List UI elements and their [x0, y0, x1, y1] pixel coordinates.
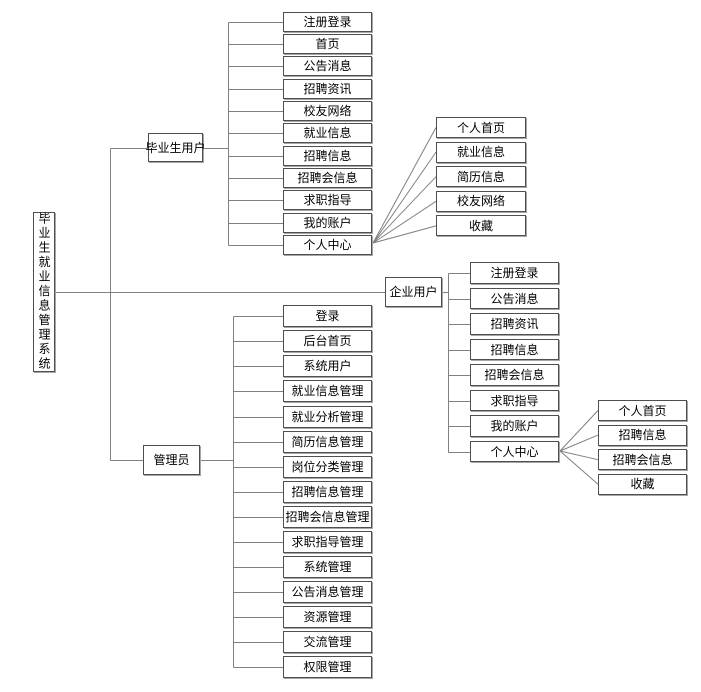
tree-node-label: 个人首页: [456, 120, 505, 135]
tree-node: 招聘信息管理: [283, 480, 372, 503]
tree-node: 简历信息: [436, 166, 526, 188]
tree-node-label: 资源管理: [303, 609, 352, 624]
tree-node-label: 个人中心: [490, 444, 539, 459]
tree-node: 我的账户: [283, 212, 372, 233]
tree-node-label: 招聘资讯: [490, 317, 539, 332]
tree-node: 招聘会信息: [283, 168, 372, 189]
tree-node-label: 招聘信息: [618, 428, 667, 443]
tree-node-label: 就业信息: [456, 145, 505, 160]
tree-node-label: 系统用户: [303, 359, 352, 374]
tree-node: 注册登录: [470, 262, 559, 284]
tree-node: 就业信息: [436, 141, 526, 163]
tree-node-label: 求职指导: [490, 393, 539, 408]
tree-node: 求职指导: [470, 389, 559, 412]
tree-node: 公告消息管理: [283, 580, 372, 603]
branch-enterprise-user: 企业用户: [385, 277, 442, 307]
tree-node-label: 就业信息: [303, 126, 352, 141]
tree-node: 登录: [283, 305, 372, 328]
tree-node: 招聘会信息: [470, 364, 559, 386]
branch-admin: 管理员: [143, 445, 200, 475]
tree-node-label: 招聘会信息: [612, 452, 673, 467]
tree-node: 注册登录: [283, 11, 372, 32]
tree-node: 公告消息: [470, 287, 559, 310]
tree-node: 招聘信息: [470, 338, 559, 361]
tree-node-label: 个人首页: [618, 403, 667, 418]
tree-node-label: 系统管理: [303, 559, 352, 574]
tree-node-label: 注册登录: [303, 14, 352, 29]
tree-node-label: 个人中心: [303, 238, 352, 253]
tree-node-label: 招聘会信息管理: [285, 509, 370, 524]
tree-node: 系统管理: [283, 555, 372, 578]
tree-node: 收藏: [436, 215, 526, 237]
tree-node: 校友网络: [283, 101, 372, 122]
branch-graduate-user-label: 毕业生用户: [145, 140, 206, 155]
tree-node: 就业分析管理: [283, 405, 372, 428]
tree-node-label: 校友网络: [303, 104, 352, 119]
tree-node: 收藏: [598, 473, 687, 495]
tree-node: 首页: [283, 34, 372, 55]
tree-node-label: 我的账户: [303, 215, 352, 230]
tree-node-label: 登录: [315, 309, 340, 324]
tree-node-label: 就业分析管理: [291, 409, 364, 424]
branch-graduate-user: 毕业生用户: [145, 133, 206, 162]
tree-node-label: 收藏: [468, 218, 493, 233]
tree-node: 岗位分类管理: [283, 455, 372, 478]
tree-node: 招聘资讯: [283, 78, 372, 99]
root-node: 毕业生就业信息管理系统: [33, 212, 55, 372]
tree-node: 公告消息: [283, 56, 372, 77]
tree-node-label: 权限管理: [303, 660, 352, 674]
tree-node-label: 招聘会信息: [297, 171, 358, 186]
tree-node: 个人中心: [470, 440, 559, 463]
tree-node: 就业信息管理: [283, 380, 372, 403]
tree-node-label: 交流管理: [303, 634, 352, 649]
tree-node-label: 注册登录: [490, 266, 539, 281]
branch-enterprise-user-label: 企业用户: [389, 285, 438, 299]
tree-node-label: 招聘信息: [490, 342, 539, 357]
tree-node: 个人中心: [283, 235, 372, 256]
tree-node-label: 求职指导: [303, 193, 352, 208]
tree-node-label: 首页: [315, 37, 340, 52]
root-node-label: 毕业生就业信息管理系统: [37, 212, 51, 372]
tree-node: 求职指导管理: [283, 530, 372, 553]
tree-node: 招聘信息: [598, 424, 687, 446]
tree-node: 资源管理: [283, 605, 372, 628]
tree-node-label: 公告消息: [303, 59, 352, 74]
tree-node-label: 校友网络: [456, 194, 505, 209]
tree-node-label: 招聘信息: [303, 148, 352, 163]
tree-node: 校友网络: [436, 190, 526, 212]
tree-node: 就业信息: [283, 123, 372, 144]
tree-node-label: 公告消息: [490, 291, 539, 306]
tree-node-label: 招聘会信息: [484, 368, 545, 383]
tree-node-label: 简历信息: [456, 169, 505, 184]
tree-node: 求职指导: [283, 190, 372, 211]
tree-node-label: 求职指导管理: [291, 534, 364, 549]
tree-node: 系统用户: [283, 355, 372, 378]
tree-node-label: 招聘资讯: [303, 81, 352, 96]
tree-node-label: 后台首页: [303, 334, 352, 349]
tree-node: 个人首页: [436, 117, 526, 138]
tree-node: 权限管理: [283, 656, 372, 678]
tree-node: 我的账户: [470, 415, 559, 437]
tree-node-label: 就业信息管理: [291, 384, 364, 399]
tree-node-label: 公告消息管理: [291, 584, 364, 599]
tree-node: 简历信息管理: [283, 430, 372, 453]
tree-node: 招聘会信息管理: [283, 505, 372, 528]
tree-node-label: 岗位分类管理: [291, 459, 364, 474]
tree-node: 招聘资讯: [470, 313, 559, 335]
tree-node-label: 我的账户: [490, 419, 539, 434]
branch-admin-label: 管理员: [153, 453, 190, 467]
tree-node: 交流管理: [283, 630, 372, 653]
tree-node: 招聘会信息: [598, 449, 687, 471]
tree-node-label: 招聘信息管理: [291, 484, 364, 499]
tree-node-label: 收藏: [630, 477, 655, 492]
tree-node: 后台首页: [283, 330, 372, 353]
tree-node: 招聘信息: [283, 145, 372, 166]
tree-node: 个人首页: [598, 400, 687, 421]
tree-node-label: 简历信息管理: [291, 434, 364, 449]
